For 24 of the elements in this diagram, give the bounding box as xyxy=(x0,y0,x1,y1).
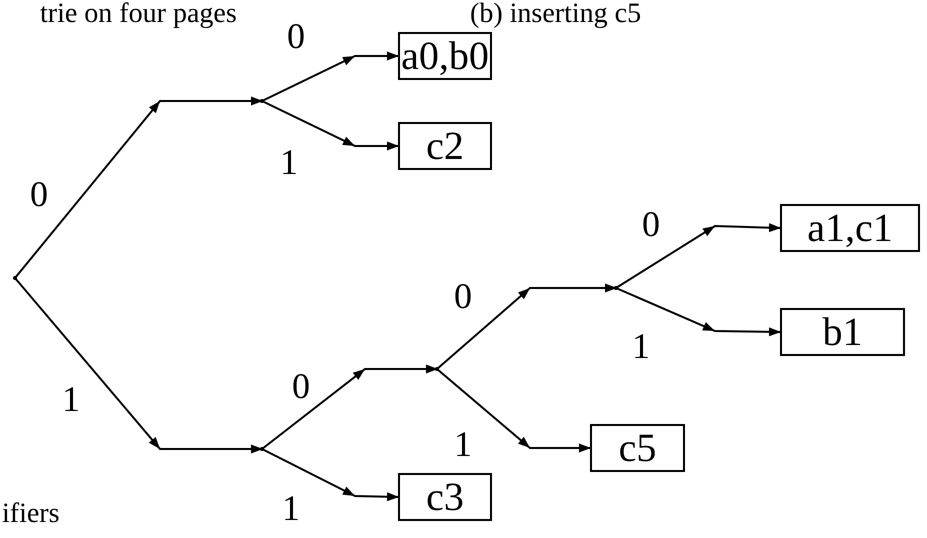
arrow xyxy=(615,223,781,289)
branch-point xyxy=(435,367,439,371)
branch-point xyxy=(614,286,618,290)
arrow xyxy=(262,100,399,150)
arrow xyxy=(436,284,617,370)
branch-point xyxy=(260,99,264,103)
leaf-box: a0,b0 xyxy=(398,32,492,80)
arrow xyxy=(436,368,591,452)
slide-text: trie on four pages xyxy=(40,0,237,28)
branch-point xyxy=(260,447,264,451)
arrow xyxy=(14,277,263,454)
leaf-box: b1 xyxy=(780,308,905,356)
leaf-box: c3 xyxy=(398,473,492,521)
slide-text: (b) inserting c5 xyxy=(470,0,642,28)
leaf-box: a1,c1 xyxy=(780,204,920,252)
slide-text: ifiers xyxy=(2,500,60,528)
arrow xyxy=(616,287,781,336)
branch-point xyxy=(13,276,17,280)
arrow xyxy=(262,448,399,502)
arrow xyxy=(14,96,263,279)
arrow xyxy=(262,52,399,102)
arrow xyxy=(261,364,438,450)
leaf-box: c2 xyxy=(398,122,492,170)
leaf-box: c5 xyxy=(590,424,685,472)
